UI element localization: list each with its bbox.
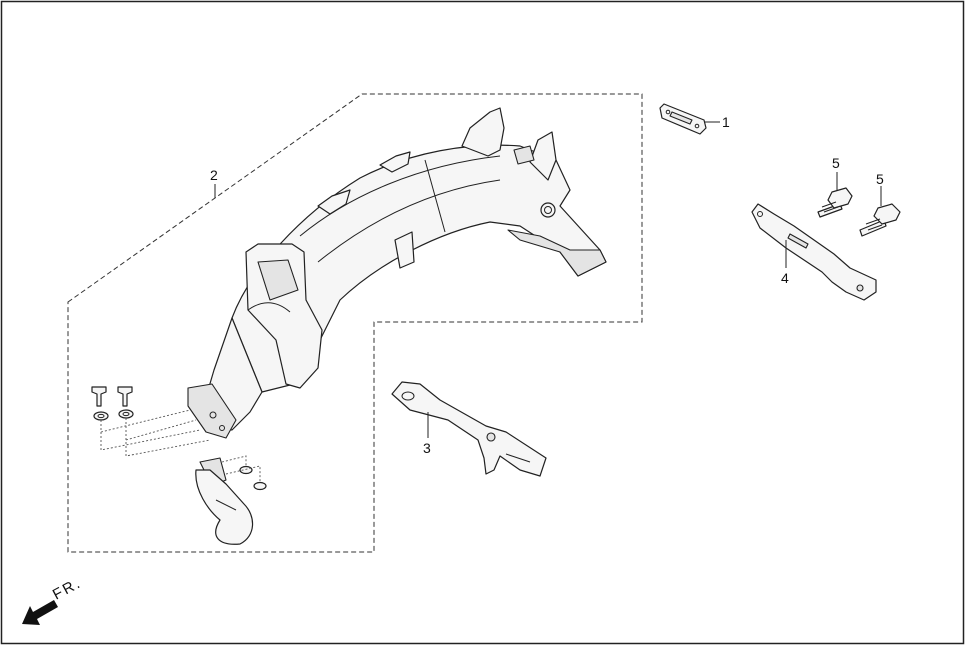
part-3-bracket: [391, 381, 547, 477]
callout-5a: 5: [832, 155, 840, 171]
callout-3: 3: [423, 440, 431, 456]
part-2-lower-flap: [195, 457, 254, 545]
part-1-plate: [659, 103, 707, 135]
leader-lines: [214, 121, 882, 438]
part-2-rear-fender: [187, 107, 607, 439]
front-direction-arrow-icon: [22, 600, 58, 625]
part-5-bolt-b: [859, 203, 901, 237]
callout-5b: 5: [876, 171, 884, 187]
callout-4: 4: [781, 270, 789, 286]
callout-2: 2: [210, 167, 218, 183]
fastener-set-front: [91, 386, 267, 491]
direction-label: FR.: [50, 574, 85, 603]
assembly-boundary: [67, 93, 643, 553]
part-4-bracket: [751, 203, 877, 301]
part-5-bolt-a: [817, 187, 853, 218]
callout-1: 1: [722, 114, 730, 130]
